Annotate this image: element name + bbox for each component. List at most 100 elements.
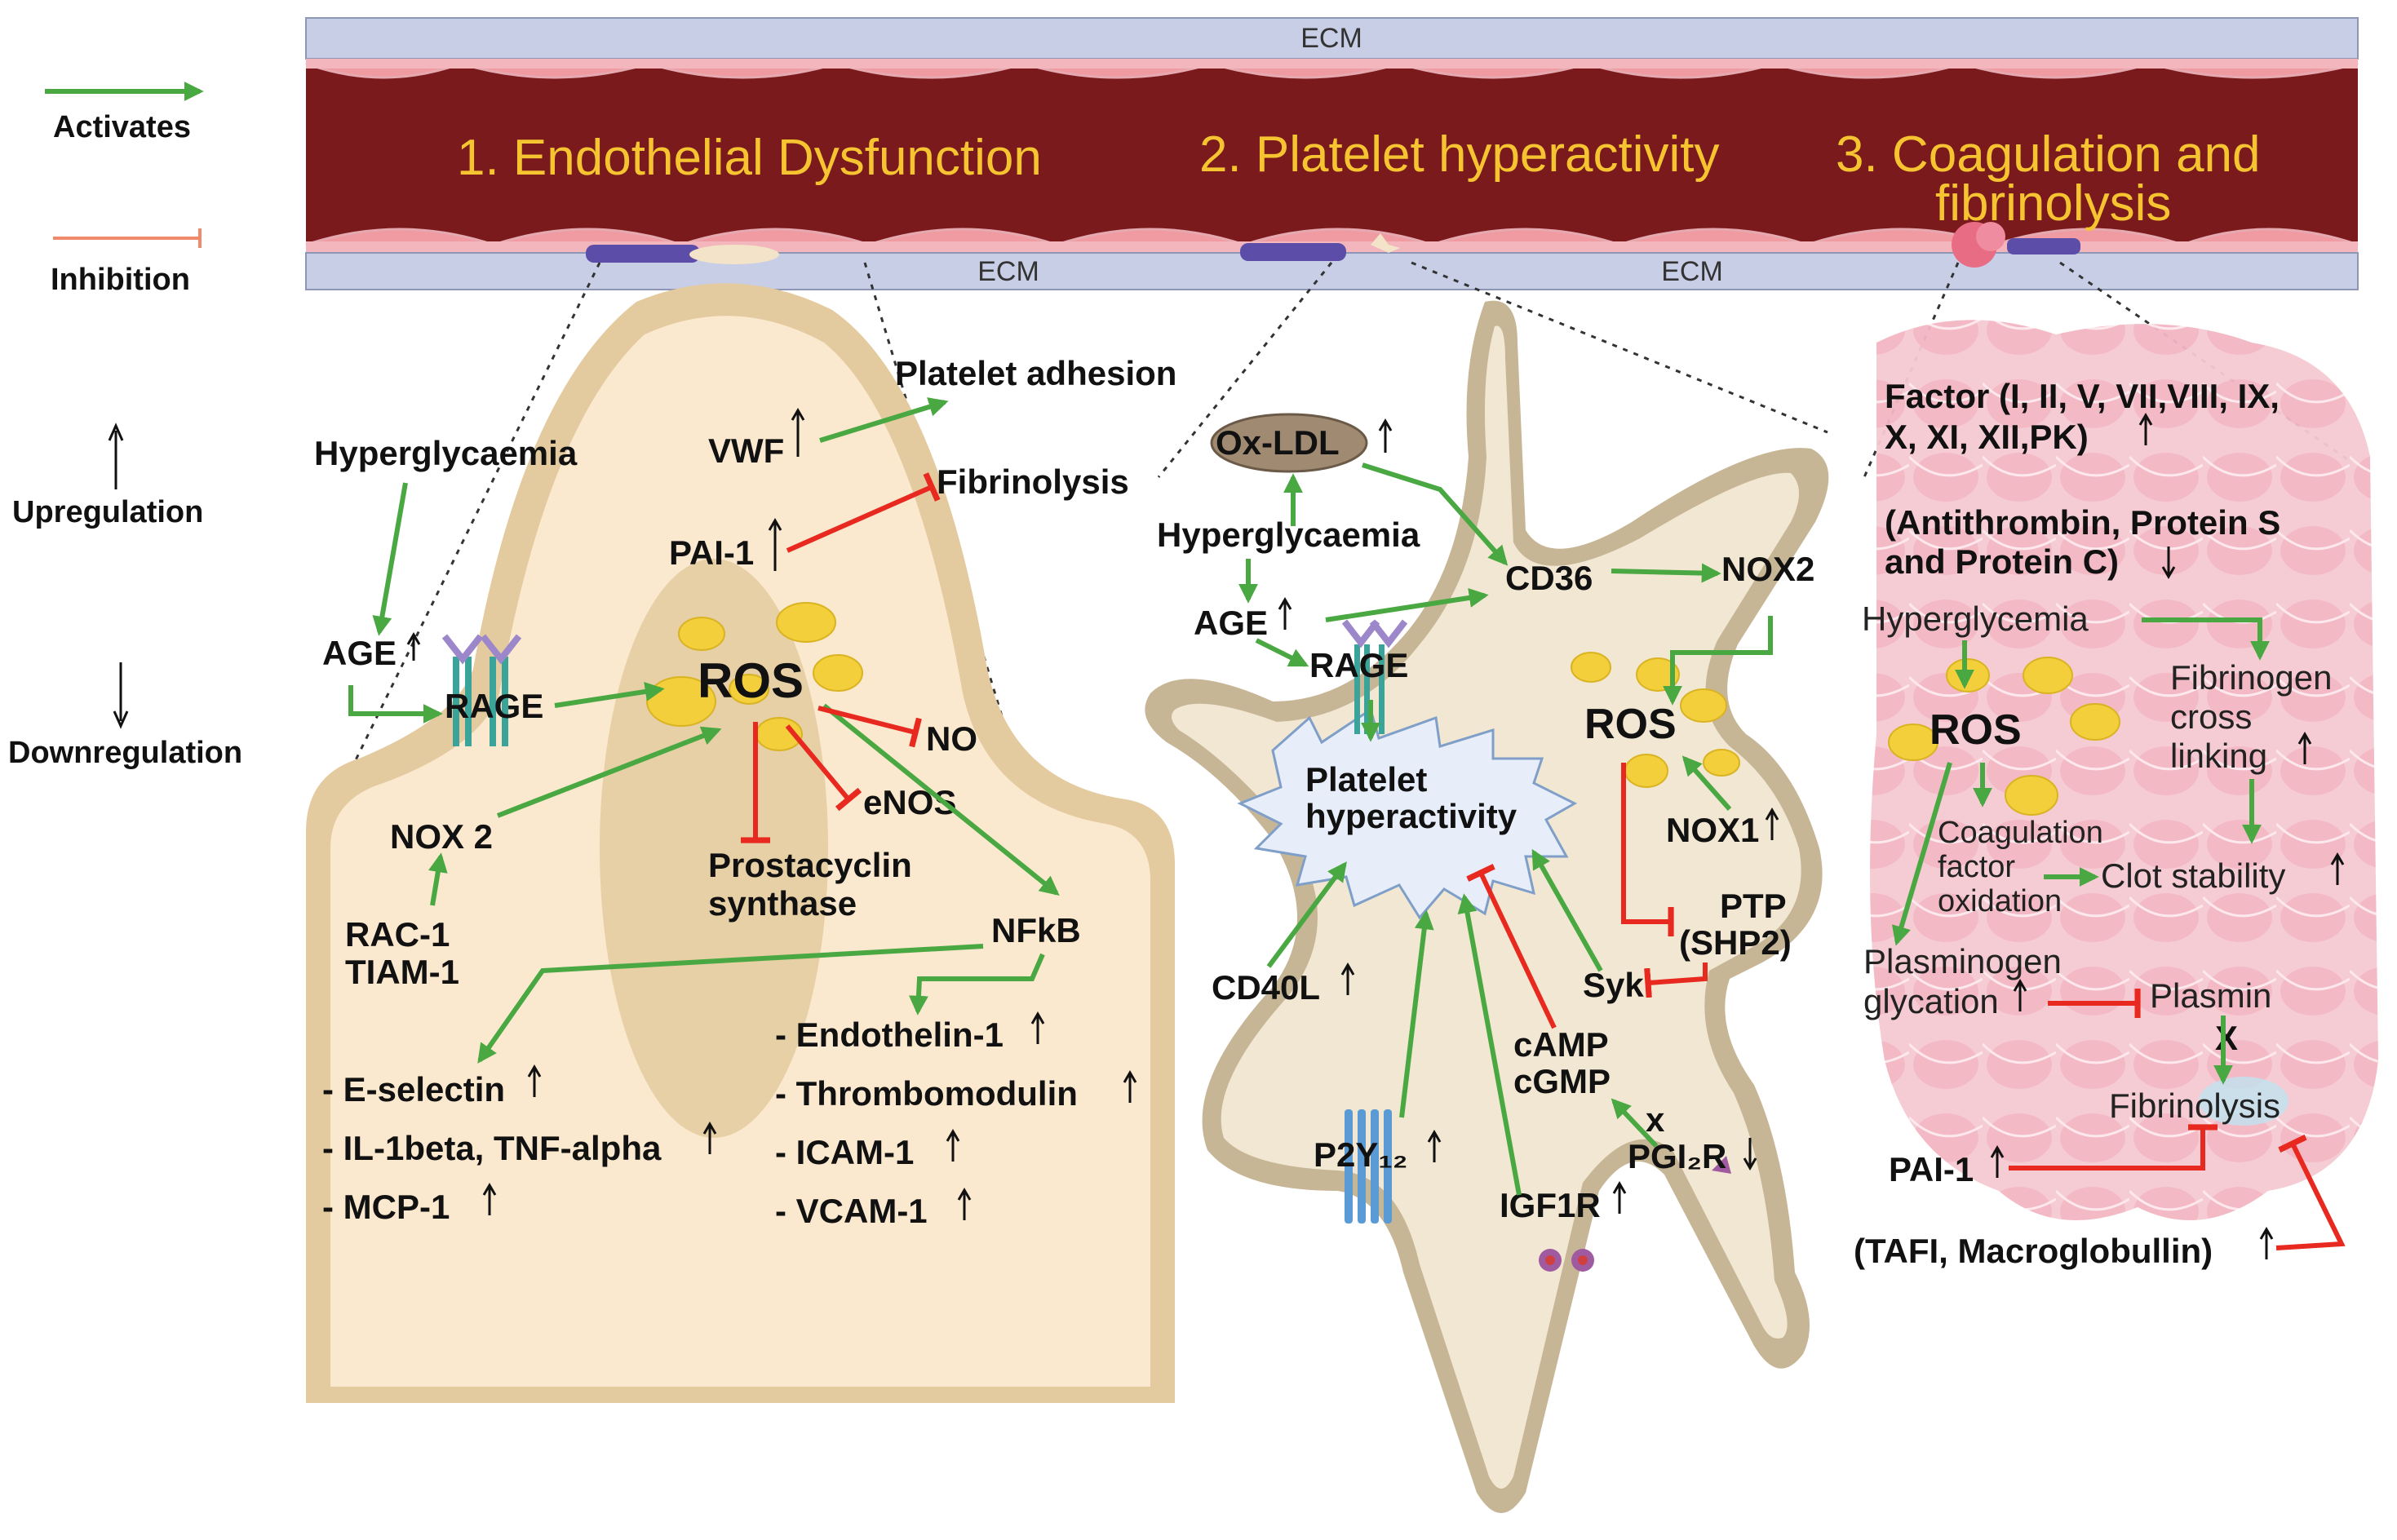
hyperglycaemia-label: Hyperglycaemia	[314, 434, 578, 472]
coag-oxidation-label-1: Coagulation	[1938, 816, 2103, 850]
legend-up-arrow	[108, 423, 124, 441]
clot-stability-label: Clot stability	[2101, 856, 2285, 895]
platelet-panel: Ox-LDL Platelet hyperactivity Hyperglyca…	[1145, 261, 1829, 1514]
plasminogen-label-1: Plasminogen	[1863, 942, 2062, 980]
rage-receptor-icon	[441, 634, 522, 746]
nox2-label: NOX 2	[390, 817, 493, 856]
syk-label: Syk	[1583, 966, 1644, 1004]
legend-inhibition: Inhibition	[51, 263, 190, 297]
x-mark: X	[2215, 1019, 2238, 1057]
x-mark: x	[1646, 1100, 1665, 1139]
ros-label: ROS	[698, 653, 804, 708]
list-item: - Thrombomodulin	[775, 1074, 1078, 1113]
hyperactivity-label-2: hyperactivity	[1305, 797, 1518, 835]
pgi2r-label: PGI₂R	[1628, 1137, 1726, 1175]
ros-label: ROS	[1930, 706, 2022, 754]
tafi-label: (TAFI, Macroglobullin)	[1854, 1232, 2213, 1270]
hyperglycemia-label: Hyperglycemia	[1862, 600, 2089, 638]
endothelial-inhibition-lines	[741, 472, 941, 843]
nfkb-label: NFkB	[991, 911, 1081, 949]
ros-vesicles	[646, 602, 863, 751]
coag-oxidation-label-2: factor	[1938, 850, 2015, 884]
pgi2r-receptor-icon	[1712, 1156, 1731, 1174]
vessel-lumen	[306, 59, 2358, 253]
clot-background	[1870, 320, 2378, 1221]
anticoag-label-2: and Protein C)	[1885, 542, 2119, 581]
title-endothelial: 1. Endothelial Dysfunction	[457, 130, 1042, 186]
coag-oxidation-label-3: oxidation	[1938, 884, 2062, 918]
age-label: AGE	[322, 634, 397, 672]
endothelial-panel: Hyperglycaemia AGE RAGE ROS NOX 2 RAC-1 …	[306, 262, 1176, 1404]
endothelial-activation-arrows	[348, 397, 1060, 1064]
coag-inhibition-lines	[2009, 989, 2346, 1250]
p2y12-label: P2Y₁₂	[1314, 1135, 1407, 1174]
legend: Activates Inhibition Upregulation Downre…	[8, 82, 242, 770]
camp-label: cAMP	[1513, 1025, 1609, 1064]
list-item: - E-selectin	[322, 1070, 505, 1109]
tiam1-label: TIAM-1	[345, 953, 459, 991]
pai1-label: PAI-1	[669, 533, 754, 572]
cd36-label: CD36	[1505, 559, 1593, 597]
prostacyclin-label-1: Prostacyclin	[708, 846, 912, 884]
plasminogen-label-2: glycation	[1863, 982, 1999, 1020]
pai1-label: PAI-1	[1889, 1150, 1974, 1188]
nox1-label: NOX1	[1666, 811, 1759, 849]
coag-activation-arrows	[1891, 617, 2270, 1085]
fibrinogen-label-3: linking	[2170, 737, 2267, 775]
right-gene-list: - Endothelin-1 - Thrombomodulin - ICAM-1…	[775, 1011, 1137, 1230]
shp2-label: (SHP2)	[1679, 923, 1792, 962]
list-item: - ICAM-1	[775, 1133, 914, 1171]
clot-marker	[1952, 222, 2080, 268]
cd40l-label: CD40L	[1212, 968, 1320, 1007]
platelet-adhesion-label: Platelet adhesion	[895, 354, 1176, 392]
vwf-label: VWF	[708, 431, 784, 470]
fibrinogen-label-2: cross	[2170, 697, 2252, 736]
list-item: - IL-1beta, TNF-alpha	[322, 1129, 662, 1167]
legend-activates: Activates	[53, 110, 191, 144]
prostacyclin-label-2: synthase	[708, 884, 857, 923]
title-coagulation: 3. Coagulation and	[1836, 126, 2261, 183]
age-label: AGE	[1194, 604, 1268, 642]
rage-label: RAGE	[445, 687, 543, 725]
fibrinolysis-label: Fibrinolysis	[937, 462, 1129, 501]
ecm-bottom-label-right: ECM	[1661, 256, 1723, 287]
igf1r-receptor-icon	[1539, 1249, 1594, 1272]
legend-down-arrow	[113, 710, 129, 729]
ecm-top-label: ECM	[1300, 23, 1362, 54]
p2y12-receptor-icon	[1345, 1109, 1392, 1224]
legend-downregulation: Downregulation	[8, 736, 242, 770]
hyperglycaemia-label: Hyperglycaemia	[1157, 516, 1420, 554]
ros-label: ROS	[1584, 701, 1677, 748]
legend-upregulation: Upregulation	[12, 495, 203, 529]
list-item: - MCP-1	[322, 1188, 450, 1226]
receptor-cluster-mid	[1240, 233, 1400, 261]
rage-label: RAGE	[1309, 646, 1408, 684]
fibrinogen-label-1: Fibrinogen	[2170, 658, 2332, 697]
oxldl-label: Ox-LDL	[1216, 423, 1340, 462]
coagulation-panel: Factor (I, II, V, VII,VIII, IX, X, XI, X…	[1854, 261, 2378, 1270]
nox2-label: NOX2	[1721, 550, 1814, 588]
ecm-top-band	[305, 17, 2359, 60]
fibrinolysis-label: Fibrinolysis	[2109, 1086, 2280, 1125]
title-platelet: 2. Platelet hyperactivity	[1199, 126, 1720, 183]
list-item: - VCAM-1	[775, 1192, 928, 1230]
platelet-inhibition-lines	[1466, 763, 1708, 1029]
plasmin-label: Plasmin	[2150, 976, 2271, 1015]
ptp-label: PTP	[1720, 887, 1787, 925]
ros-vesicles	[1571, 652, 1740, 788]
hyperactivity-label-1: Platelet	[1305, 760, 1427, 799]
platelet-activation-arrows	[1238, 462, 1773, 1196]
oxldl-particle	[1210, 413, 1368, 473]
endothelial-cell-row-top	[305, 59, 2359, 79]
fibrinolysis-highlight	[2199, 1077, 2288, 1126]
factor-label-2: X, XI, XII,PK)	[1885, 418, 2089, 456]
factor-label-1: Factor (I, II, V, VII,VIII, IX,	[1885, 377, 2280, 415]
rage-receptor-icon	[1341, 619, 1408, 734]
ecm-bottom-label-mid: ECM	[977, 256, 1039, 287]
igf1r-label: IGF1R	[1500, 1186, 1601, 1224]
rac1-label: RAC-1	[345, 915, 450, 954]
anticoag-label-1: (Antithrombin, Protein S	[1885, 503, 2280, 542]
blood-vessel: ECM 1. Endothelial Dysfunction 2. Platel…	[305, 17, 2359, 290]
